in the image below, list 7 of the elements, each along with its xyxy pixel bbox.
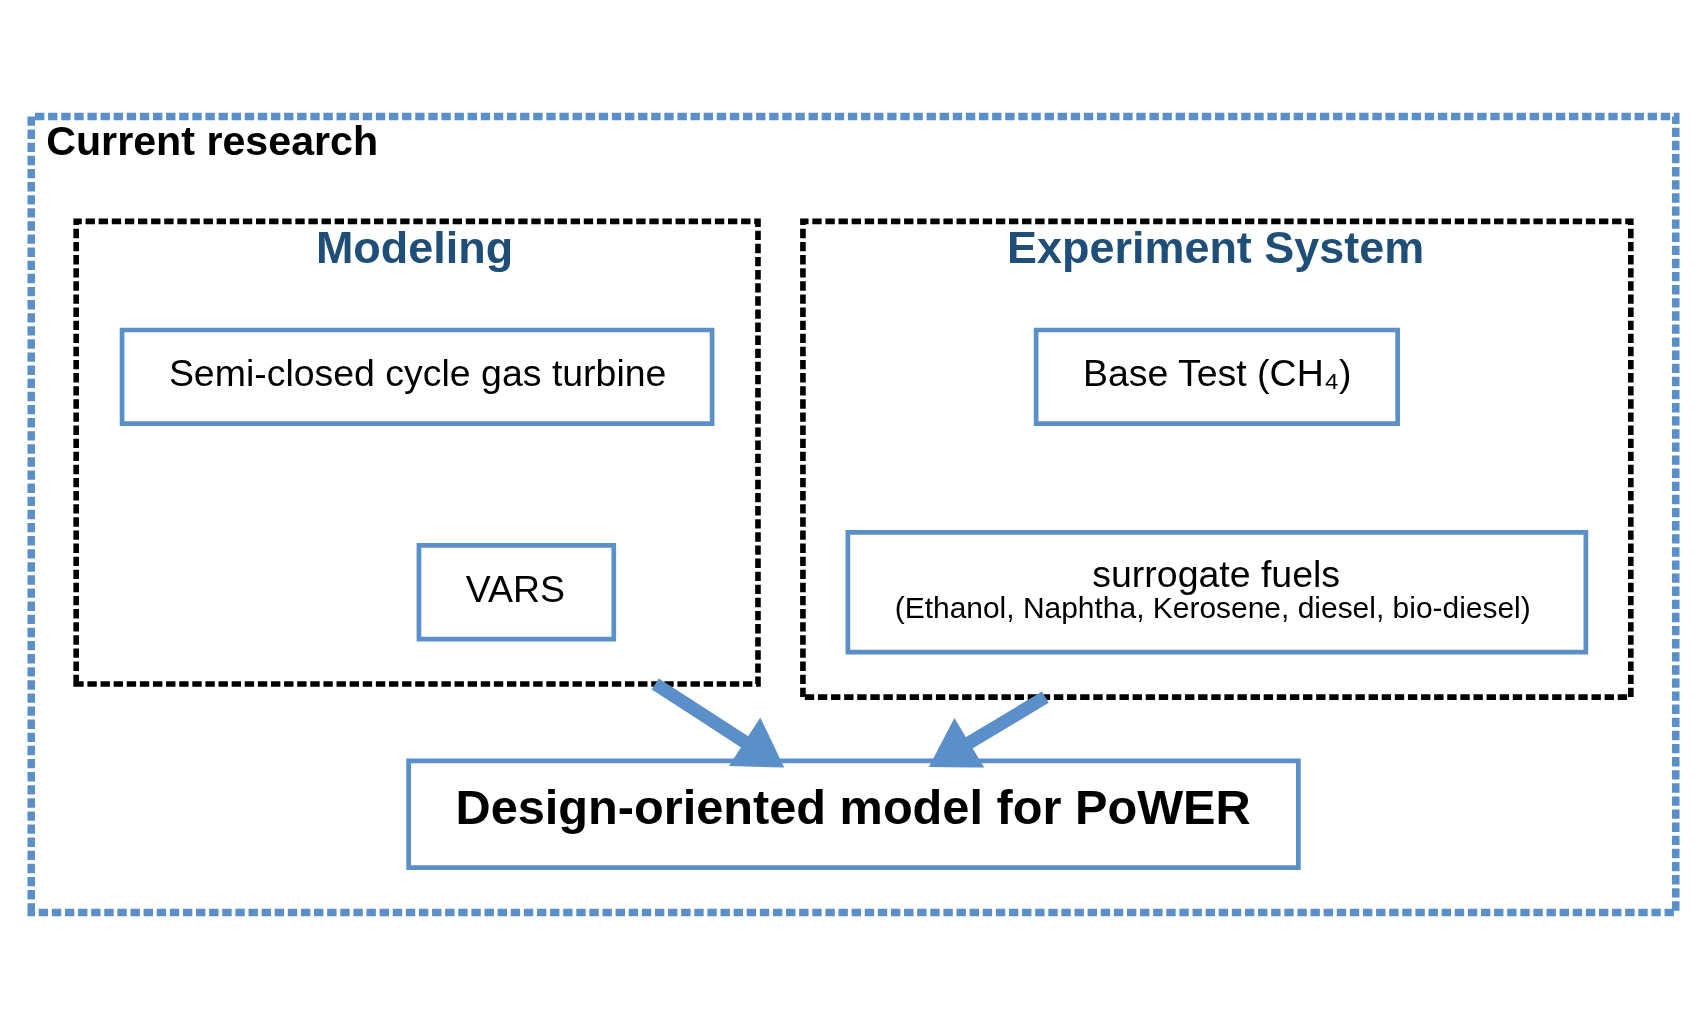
node-box: Base Test (CH₄) [1033, 327, 1400, 426]
node-box: Design-oriented model for PoWER [406, 758, 1301, 870]
arrow [651, 678, 785, 768]
arrow [928, 691, 1049, 768]
node-box: Semi-closed cycle gas turbine [119, 327, 715, 426]
node-box: surrogate fuels (Ethanol, Naphtha, Kerosene, diesel, bio-diesel) [845, 529, 1589, 655]
node-box: VARS [416, 543, 617, 642]
